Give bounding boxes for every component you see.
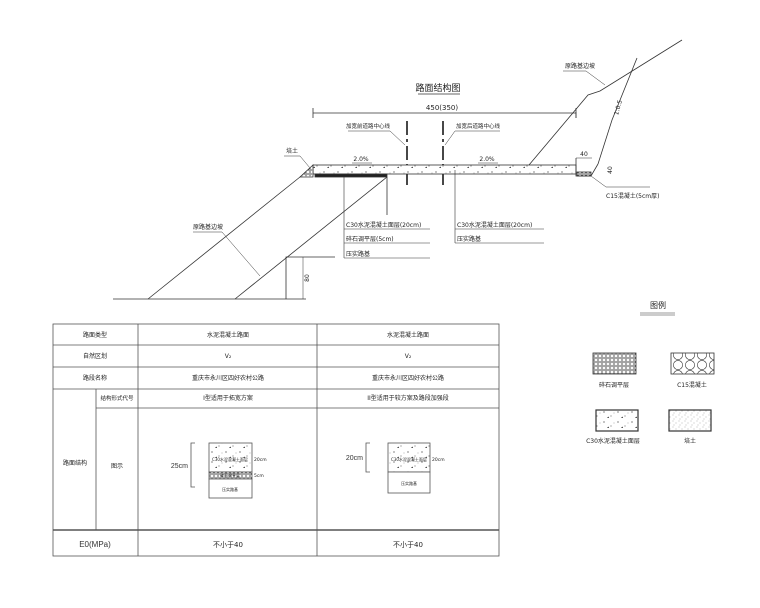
embankment-slope-outer	[147, 176, 301, 300]
legend-swatch-gravel	[592, 352, 637, 375]
table-border	[52, 323, 500, 557]
fig1-layer2-thickness: 5cm	[254, 473, 264, 479]
fig2-concrete-layer	[387, 442, 431, 473]
e0-label: E0(MPa)	[79, 540, 111, 549]
legend-swatch-c15	[670, 352, 715, 375]
cut-slope	[597, 57, 638, 165]
left-slope-label: 原路基边坡	[193, 223, 223, 231]
ditch-note: C15混凝土(5cm厚)	[606, 192, 659, 200]
step-height: 80	[304, 274, 311, 282]
cell-type-2: 水泥混凝土路面	[387, 331, 429, 339]
row-label-zone: 自然区划	[83, 352, 107, 360]
fig2-layer1: C30水泥混凝土面层	[391, 456, 427, 462]
code-col1: I型适用于拓宽方案	[203, 394, 253, 402]
fig1-concrete-layer	[208, 442, 253, 473]
centerline-after-label: 加宽后道路中心线	[456, 122, 501, 130]
fig2-bracket	[365, 442, 370, 473]
crossfall-right: 2.0%	[479, 156, 495, 163]
fig1-layer1: C30水泥混凝土面层	[212, 456, 248, 462]
leader	[590, 175, 607, 188]
ditch-lining	[576, 171, 592, 177]
leader	[221, 231, 261, 277]
figure-type-1: 25cm C30水泥混凝土面层 20cm 碎石调平层 5cm 压实路基	[171, 442, 267, 499]
embankment-slope-inner	[234, 176, 388, 300]
leader	[585, 70, 606, 86]
fig1-total: 25cm	[171, 463, 188, 470]
fig2-layer1-thickness: 20cm	[432, 457, 445, 463]
legend-swatch-c30	[595, 409, 639, 432]
legend-label-soil: 培土	[684, 437, 696, 445]
fig1-layer1-thickness: 20cm	[254, 457, 267, 463]
e0-col1: 不小于40	[213, 540, 243, 549]
left-layer-3: 压实路基	[346, 250, 370, 258]
code-col2: II型适用于较方案及路段加强段	[367, 394, 449, 402]
pavement-table: 路面类型 水泥混凝土路面 水泥混凝土路面 自然区划 V₂ V₂ 路段名称 重庆市…	[52, 323, 500, 557]
figure-label: 图示	[111, 463, 123, 470]
legend-title: 图例	[650, 300, 666, 310]
cell-road-2: 重庆市永川区四好农村公路	[372, 374, 444, 382]
legend-label-c30: C30水泥混凝土面层	[586, 437, 640, 445]
shoulder-fill	[298, 164, 314, 178]
e0-col2: 不小于40	[393, 540, 423, 549]
left-layer-2: 碎石调平层(5cm)	[346, 235, 394, 243]
legend-label-gravel: 碎石调平层	[599, 381, 629, 389]
legend-label-c15: C15混凝土	[677, 381, 707, 389]
ditch	[575, 158, 599, 177]
cell-road-1: 重庆市永川区四好农村公路	[192, 374, 264, 382]
cell-zone-1: V₂	[225, 353, 232, 360]
section-title: 路面结构图	[415, 82, 460, 94]
crossfall-left: 2.0%	[353, 156, 369, 163]
row-label-type: 路面类型	[83, 331, 107, 339]
legend: 图例 碎石调平层 C15混凝土 C30水泥混凝土面层 培土	[586, 300, 715, 445]
shoulder-label: 培土	[286, 147, 298, 155]
structure-label: 路面结构	[63, 459, 87, 467]
leader	[389, 130, 406, 146]
fig1-subgrade	[208, 478, 253, 499]
fig1-bracket	[190, 442, 195, 488]
right-layer-1: C30水泥混凝土面层(20cm)	[457, 221, 532, 229]
ditch-depth: 40	[607, 166, 614, 174]
gravel-leveling-strip	[314, 173, 388, 178]
width-dimension: 450(350)	[426, 104, 458, 112]
fig2-base: 压实路基	[401, 480, 417, 486]
bench-step	[285, 256, 335, 299]
fig2-subgrade	[387, 471, 431, 494]
legend-swatch-soil	[668, 409, 712, 432]
row-label-road: 路段名称	[83, 374, 107, 382]
centerline-before-label: 加宽前道路中心线	[346, 122, 391, 130]
leader	[299, 155, 311, 169]
cell-type-1: 水泥混凝土路面	[207, 331, 249, 339]
ditch-width: 40	[580, 151, 588, 158]
left-layer-1: C30水泥混凝土面层(20cm)	[346, 221, 421, 229]
right-slope-label: 原路基边坡	[565, 62, 595, 70]
slope-ratio: 1:0.5	[613, 99, 624, 116]
fig2-total: 20cm	[346, 455, 363, 462]
concrete-slab	[312, 164, 577, 175]
leader	[444, 130, 456, 146]
cell-zone-2: V₂	[405, 353, 412, 360]
right-layer-2: 压实路基	[457, 235, 481, 243]
fig1-layer2: 碎石调平层	[220, 472, 240, 478]
figure-type-2: 20cm C30水泥混凝土面层 20cm 压实路基	[346, 442, 445, 494]
code-label: 结构形式代号	[100, 394, 134, 402]
fig1-base: 压实路基	[222, 486, 238, 492]
cross-section: 路面结构图 450(350) 加宽前道路中心线 加宽后道路中心线 2.0% 2.…	[113, 39, 683, 300]
original-ground-line	[528, 39, 683, 166]
